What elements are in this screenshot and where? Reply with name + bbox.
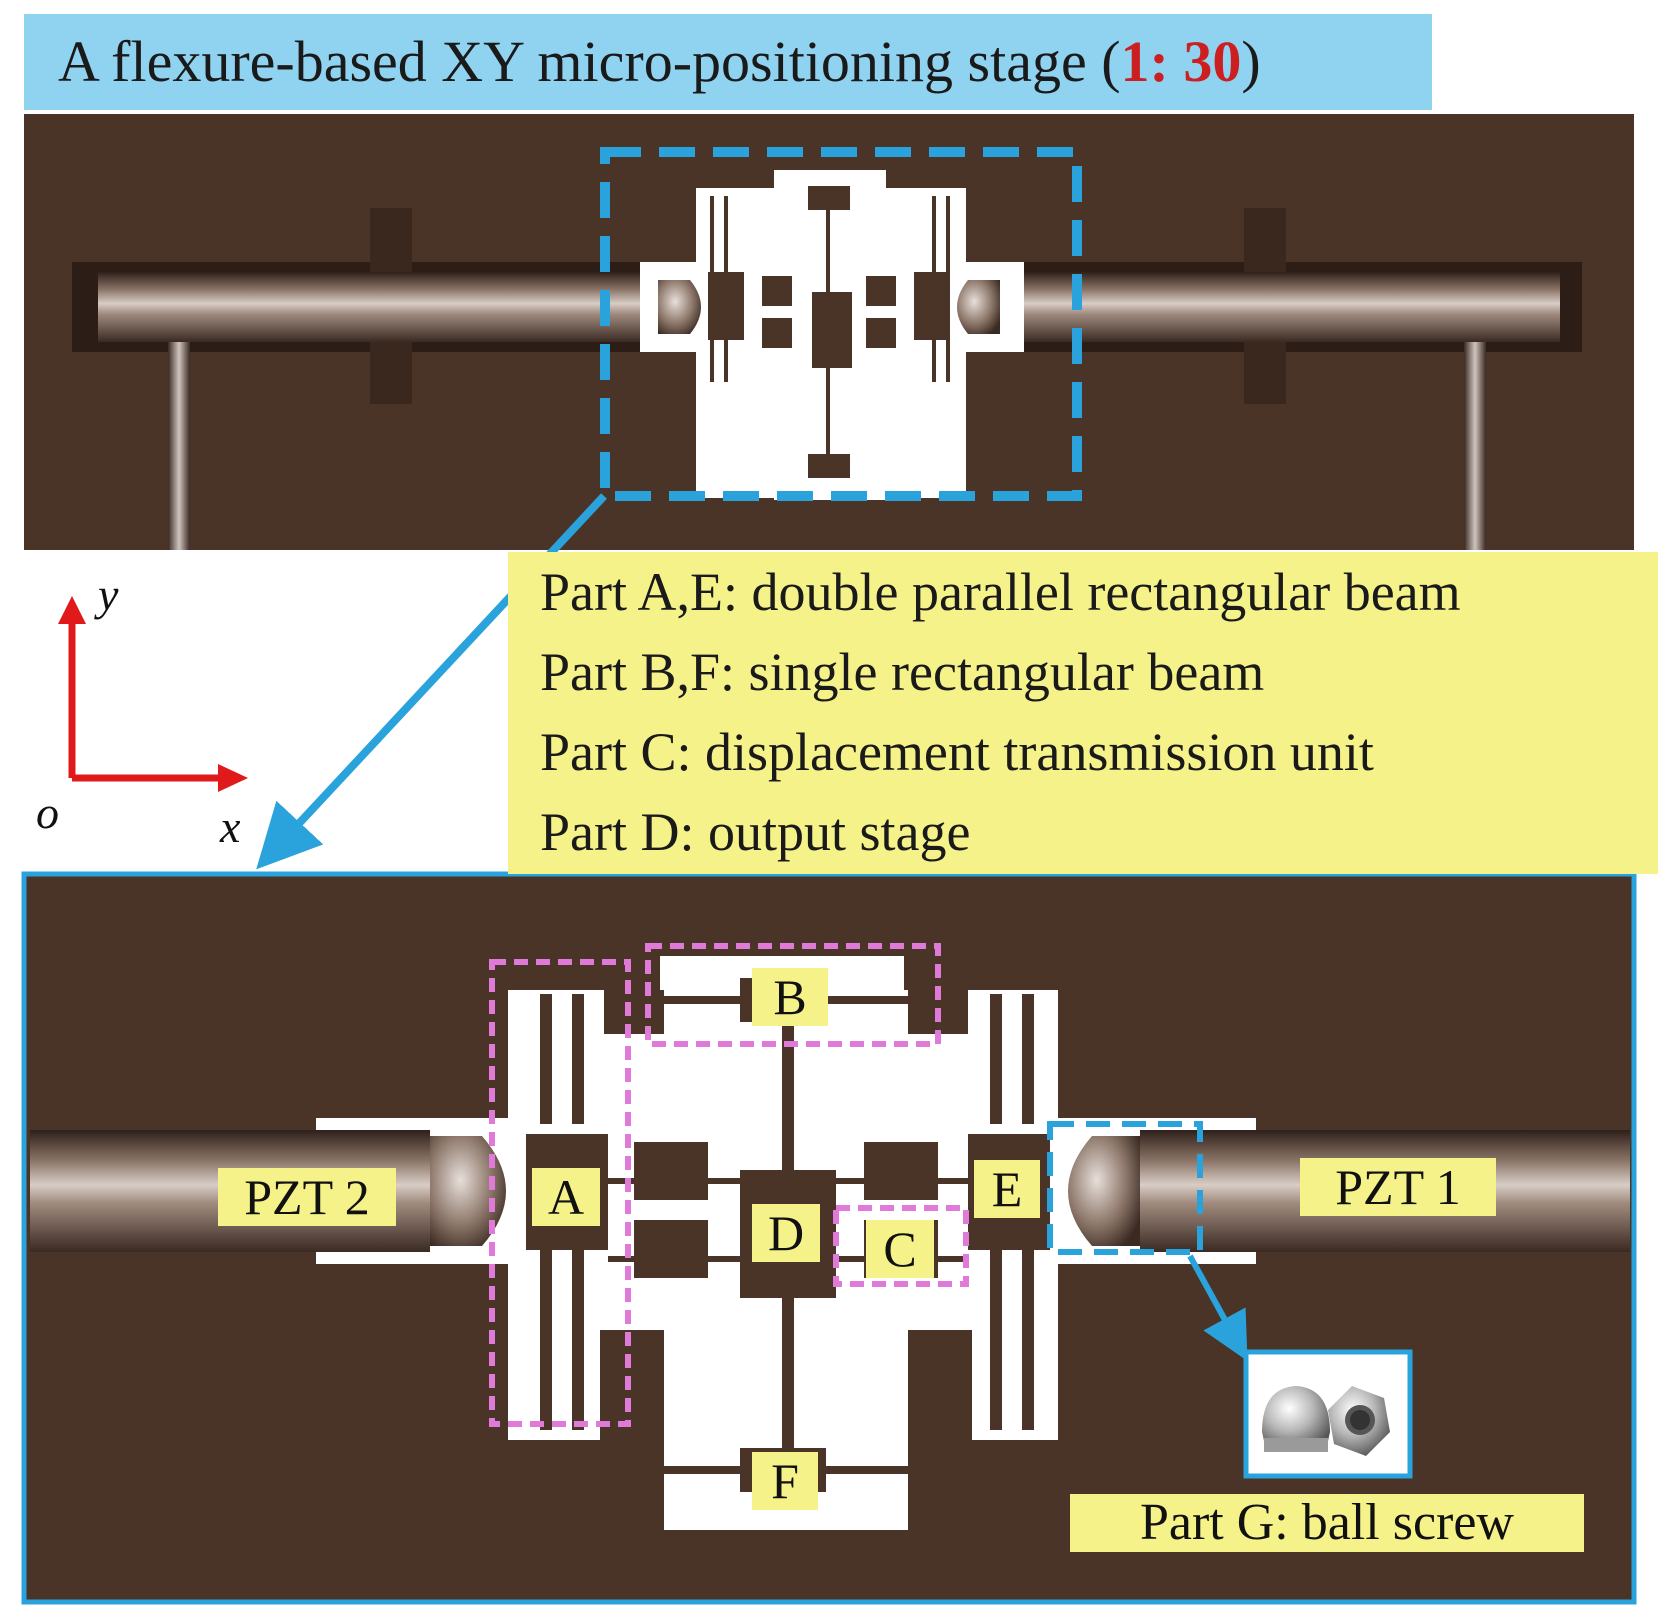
parts-legend: Part A,E: double parallel rectangular be… xyxy=(508,552,1658,874)
zoom-region-frame xyxy=(600,147,1082,501)
part-a-frame xyxy=(489,959,631,1427)
legend-item-bf: Part B,F: single rectangular beam xyxy=(540,642,1265,702)
title-suffix: ) xyxy=(1241,29,1261,94)
x-axis-arrowhead xyxy=(218,764,248,792)
part-b-label: B xyxy=(752,968,828,1026)
pzt-2-label: PZT 2 xyxy=(218,1168,396,1226)
part-c-label: C xyxy=(866,1220,934,1278)
part-g-region-frame xyxy=(1047,1121,1203,1255)
y-axis-arrowhead xyxy=(58,596,86,624)
top-flexure-cutout xyxy=(640,170,1024,500)
legend-item-d: Part D: output stage xyxy=(540,802,971,862)
part-c-frame xyxy=(833,1205,969,1287)
top-panel xyxy=(24,114,1634,550)
part-g-label: Part G: ball screw xyxy=(1070,1494,1584,1552)
legend-item-c: Part C: displacement transmission unit xyxy=(540,722,1374,782)
coordinate-axes xyxy=(58,596,248,792)
part-e-label: E xyxy=(974,1160,1040,1218)
part-d-label: D xyxy=(752,1204,820,1262)
bottom-panel xyxy=(21,871,1637,1605)
acorn-nut-image xyxy=(1262,1386,1330,1452)
top-pipe-left xyxy=(168,340,190,550)
figure-title: A flexure-based XY micro-positioning sta… xyxy=(58,22,1261,102)
part-a-label: A xyxy=(532,1168,600,1226)
top-cap-left xyxy=(658,280,701,334)
y-axis-label: y xyxy=(98,569,119,620)
title-prefix: A flexure-based XY micro-positioning sta… xyxy=(58,29,1121,94)
top-rod-left xyxy=(98,272,658,342)
bottom-cap-right xyxy=(1068,1136,1140,1246)
title-banner xyxy=(24,14,1432,110)
legend-item-ae: Part A,E: double parallel rectangular be… xyxy=(540,562,1461,622)
origin-label: o xyxy=(36,787,59,838)
top-cap-right xyxy=(957,280,1000,334)
part-g-arrow xyxy=(1187,1254,1248,1362)
hex-nut-image xyxy=(1328,1386,1390,1456)
top-pipe-right xyxy=(1464,340,1486,550)
x-axis-label: x xyxy=(220,801,241,852)
top-rod-right xyxy=(1000,272,1560,342)
pzt-1-label: PZT 1 xyxy=(1300,1158,1496,1216)
part-f-label: F xyxy=(752,1452,818,1510)
part-b-frame xyxy=(645,943,941,1047)
scale-ratio: 1: 30 xyxy=(1120,29,1242,94)
bottom-cap-left xyxy=(430,1136,506,1246)
